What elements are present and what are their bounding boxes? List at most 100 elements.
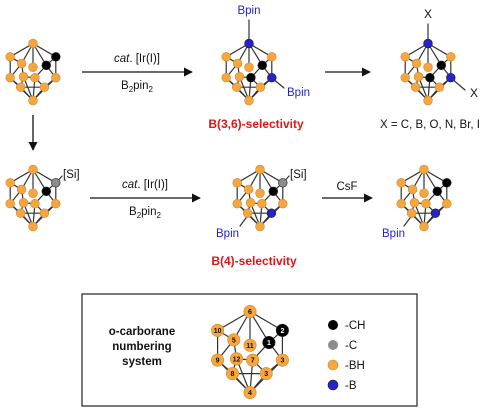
legend-label-ch: -CH [345, 320, 365, 332]
vertex-number: 4 [248, 390, 252, 397]
bh-vertex [396, 199, 406, 209]
bh-vertex [421, 199, 431, 209]
ch-vertex [41, 186, 51, 197]
vertex-number: 11 [246, 343, 254, 350]
bh-vertex [39, 208, 50, 218]
bh-vertex [267, 52, 277, 62]
bh-vertex [232, 178, 242, 188]
reagent-csf: CsF [336, 181, 357, 193]
bh-vertex [28, 62, 38, 72]
bh-vertex [259, 367, 273, 381]
bh-vertex [243, 385, 257, 399]
bh-vertex [257, 199, 267, 209]
bh-vertex [255, 188, 265, 198]
vertex-number: 2 [280, 328, 284, 335]
bh-vertex [244, 62, 254, 72]
legend-title-line-3: system [122, 356, 162, 368]
bh-vertex [5, 178, 15, 188]
vertex-number: 9 [216, 358, 220, 365]
bh-vertex [243, 304, 257, 318]
bh-vertex [232, 199, 242, 209]
bh-vertex [28, 95, 38, 106]
legend-box [81, 293, 418, 407]
bh-vertex [234, 72, 245, 82]
ch-vertex [432, 186, 442, 197]
bh-vertex [5, 52, 15, 62]
carborane-b4-product-molecule [232, 164, 290, 232]
vertex-number: 7 [251, 358, 255, 365]
bh-vertex [28, 164, 38, 175]
carborane-silyl-molecule [5, 164, 63, 232]
bh-vertex [419, 221, 429, 232]
ch-vertex [257, 60, 267, 71]
ch-vertex [442, 178, 452, 188]
bh-vertex [18, 198, 29, 208]
carborane-b36-product-molecule [221, 19, 285, 106]
ch-vertex [41, 60, 51, 71]
bh-vertex [30, 199, 40, 209]
bh-vertex [244, 95, 254, 106]
bh-vertex [243, 338, 257, 352]
bh-vertex [400, 72, 410, 83]
bh-vertex [423, 62, 433, 72]
vertex-number: 5 [232, 337, 236, 344]
b-vertex [266, 208, 277, 218]
bh-vertex [16, 58, 27, 69]
legend-item-b: -B [327, 379, 357, 392]
b-vertex [267, 72, 277, 83]
legend-title-line-2: numbering [112, 341, 171, 353]
c-vertex [278, 178, 288, 188]
bh-vertex [410, 82, 421, 92]
legend-label-b: -B [345, 380, 357, 392]
b-vertex [446, 72, 456, 83]
ch-vertex [246, 72, 256, 83]
x-label-top: X [424, 7, 432, 21]
bh-vertex [230, 352, 244, 366]
bpin-label-bottom-2: Bpin [382, 228, 405, 240]
bh-vertex [243, 184, 254, 195]
legend-label-c: -C [345, 340, 357, 352]
bh-vertex [396, 178, 406, 188]
si-label-product: [Si] [290, 169, 307, 181]
vertex-number: 3 [280, 358, 284, 365]
carborane-start-molecule [5, 38, 61, 106]
bh-vertex [400, 52, 410, 62]
bh-vertex [278, 199, 288, 209]
b-vertex [244, 38, 254, 49]
bh-vertex [242, 208, 253, 218]
b36-selectivity-label: B(3,6)-selectivity [208, 117, 304, 131]
b4-selectivity-label: B(4)-selectivity [211, 254, 297, 268]
b-vertex [430, 208, 441, 218]
vertex-number: 10 [214, 328, 222, 335]
bh-vertex [28, 38, 38, 49]
bh-vertex [15, 82, 26, 92]
bh-vertex [5, 72, 15, 83]
ch-vertex [275, 323, 289, 337]
bh-vertex [413, 72, 424, 82]
ch-vertex [425, 72, 435, 83]
ch-vertex [51, 52, 61, 62]
legend-item-c: -C [328, 340, 357, 352]
bh-vertex [221, 52, 231, 62]
bh-vertex [16, 184, 27, 195]
bh-vertex [246, 353, 260, 367]
bh-vertex [15, 208, 26, 218]
x-label-right: X [470, 86, 478, 100]
bh-vertex [255, 82, 266, 92]
vertex-number: 3 [264, 371, 268, 378]
bh-vertex [221, 72, 231, 83]
bh-vertex [255, 221, 265, 232]
ch-vertex [268, 186, 278, 197]
bh-vertex [211, 323, 225, 337]
bh-vertex [225, 367, 239, 381]
b-vertex [423, 38, 433, 49]
bh-vertex [411, 58, 422, 69]
reagent-catalyst-2: cat. [Ir(I)] [122, 179, 168, 191]
reagent-b2pin2-1: B2pin2 [121, 80, 153, 94]
bh-vertex [51, 72, 61, 83]
bh-vertex [407, 184, 418, 195]
bh-dot-icon [327, 359, 339, 371]
ch-vertex [436, 60, 446, 71]
ch-vertex [262, 336, 276, 350]
